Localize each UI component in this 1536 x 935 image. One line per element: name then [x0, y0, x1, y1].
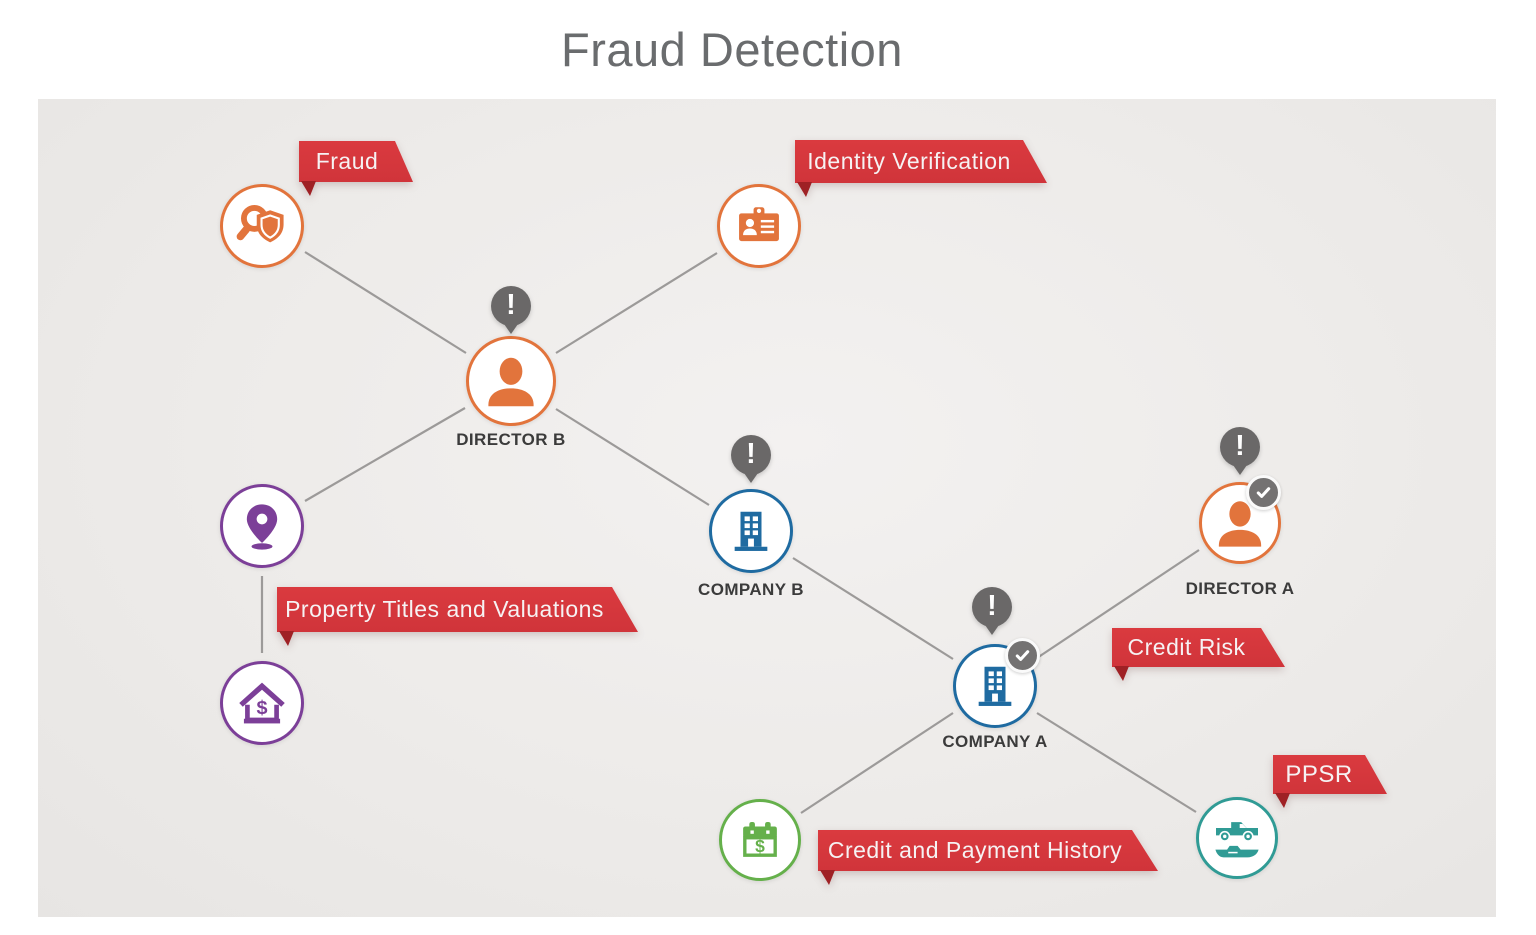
node-ppsr-vehicles [1196, 797, 1278, 879]
connection-line [304, 251, 467, 354]
house-dollar-icon: $ [239, 682, 285, 724]
node-label-director-a: DIRECTOR A [1185, 579, 1295, 598]
node-company-b [709, 489, 793, 573]
svg-text:$: $ [755, 836, 765, 856]
verified-check-icon [1246, 475, 1281, 510]
node-director-b [466, 336, 556, 426]
person-icon [1218, 501, 1262, 547]
alert-icon: ! [972, 587, 1012, 635]
map-pin-icon [246, 504, 278, 550]
calendar-dollar-icon: $ [743, 822, 777, 857]
id-card-icon [739, 207, 779, 242]
banner-label: Credit and Payment History [827, 837, 1123, 863]
node-property-value: $ [220, 661, 304, 745]
node-property-location [220, 484, 304, 568]
banner-property-titles: Property Titles and Valuations [277, 587, 638, 646]
banner-credit-payment-history: Credit and Payment History [818, 830, 1158, 885]
node-fraud-check [220, 184, 304, 268]
connection-line [304, 407, 466, 502]
page-title: Fraud Detection [561, 23, 903, 76]
node-label-company-b: COMPANY B [698, 580, 804, 599]
search-shield-icon [236, 205, 284, 243]
banner-label: PPSR [1285, 760, 1353, 788]
truck-boat-icon [1215, 822, 1259, 858]
alert-icon: ! [1220, 427, 1260, 475]
banner-identity-verification: Identity Verification [795, 140, 1047, 197]
banner-label: Credit Risk [1127, 634, 1246, 660]
connection-line [800, 712, 954, 814]
node-label-company-a: COMPANY A [942, 732, 1048, 751]
connection-line [1036, 549, 1200, 659]
banner-fraud: Fraud [299, 141, 413, 196]
building-icon [978, 666, 1012, 706]
alert-icon: ! [731, 435, 771, 483]
alert-icon: ! [491, 286, 531, 334]
connection-line [1036, 712, 1197, 813]
banner-label: Identity Verification [807, 148, 1011, 174]
connection-line [792, 557, 954, 660]
person-icon [488, 357, 534, 407]
node-identity-card [717, 184, 801, 268]
verified-check-icon [1005, 638, 1040, 673]
node-payment-calendar: $ [719, 799, 801, 881]
node-label-director-b: DIRECTOR B [456, 430, 566, 449]
connection-line [555, 408, 710, 506]
banner-ppsr: PPSR [1273, 755, 1387, 808]
banner-label: Property Titles and Valuations [285, 596, 604, 622]
banner-credit-risk: Credit Risk [1112, 628, 1285, 681]
connection-line [555, 252, 718, 354]
banner-label: Fraud [315, 148, 379, 174]
building-icon [734, 511, 768, 551]
svg-text:$: $ [256, 697, 267, 719]
